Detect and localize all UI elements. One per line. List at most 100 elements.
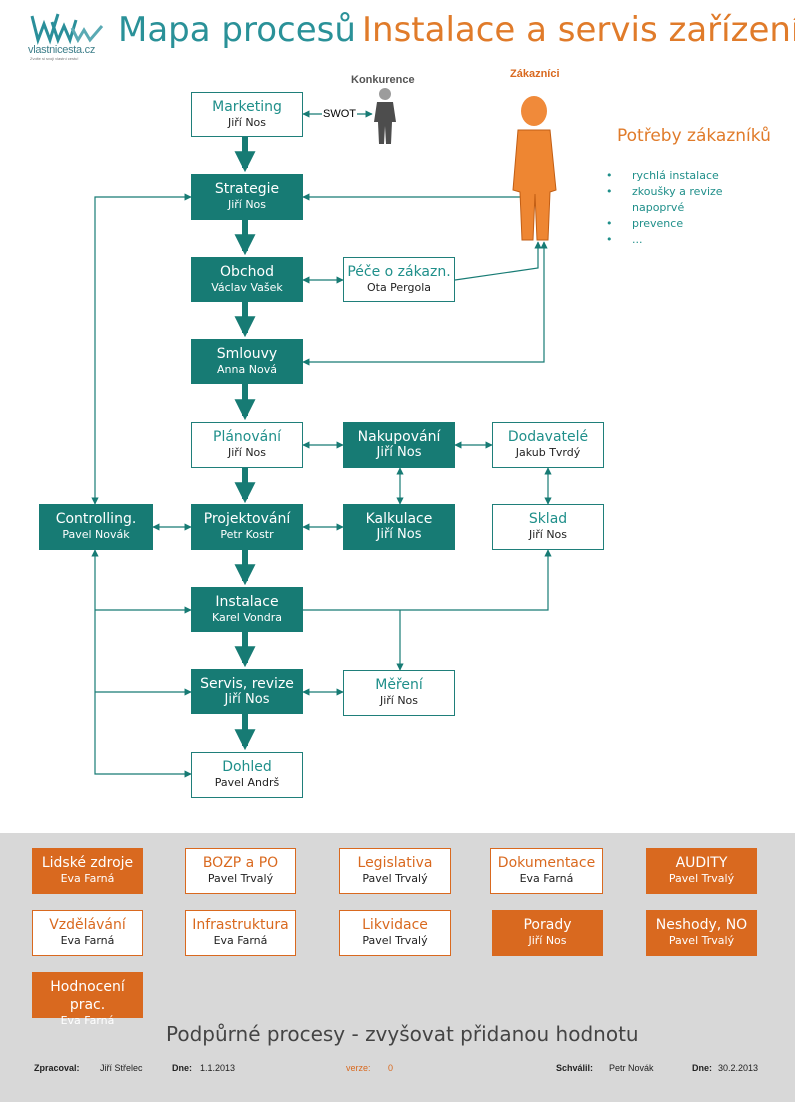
support-title: Vzdělávání [49,917,126,933]
footer-approval-date-label: Dne: [692,1063,712,1073]
swot-label: SWOT [322,108,357,120]
footer-date: 1.1.2013 [200,1063,236,1073]
customer-needs-list: rychlá instalace zkoušky a revize napopr… [606,168,746,248]
support-title: Porady [523,917,572,933]
process-pece-o-zakazniky[interactable]: Péče o zákazn. Ota Pergola [343,257,455,302]
support-owner: Jiří Nos [528,934,567,947]
customer-needs-title: Potřeby zákazníků [617,126,771,146]
footer-prepared-by: Jiří Střelec [100,1063,143,1073]
process-owner: Petr Kostr [220,528,274,541]
process-title: Projektování [203,511,291,527]
support-owner: Pavel Trvalý [668,934,735,947]
support-bozp-a-po[interactable]: BOZP a PO Pavel Trvalý [185,848,296,894]
support-title: Likvidace [362,917,428,933]
support-legislativa[interactable]: Legislativa Pavel Trvalý [339,848,451,894]
support-audity[interactable]: AUDITY Pavel Trvalý [646,848,757,894]
footer-approved-by: Petr Novák [609,1063,654,1073]
process-obchod[interactable]: Obchod Václav Vašek [191,257,303,302]
process-smlouvy[interactable]: Smlouvy Anna Nová [191,339,303,384]
support-hodnoceni-prac[interactable]: Hodnocení prac. Eva Farná [32,972,143,1027]
support-infrastruktura[interactable]: Infrastruktura Eva Farná [185,910,296,956]
support-neshody-no[interactable]: Neshody, NO Pavel Trvalý [646,910,757,956]
support-title: Lidské zdroje [41,855,134,871]
process-title: Strategie [214,181,280,197]
support-owner: Eva Farná [519,872,574,885]
process-owner: Václav Vašek [211,281,283,294]
process-title: Kalkulace [365,511,433,527]
process-owner: Pavel Novák [62,528,130,541]
process-owner: Jiří Nos [376,527,422,542]
support-owner: Eva Farná [60,872,115,885]
support-title: Dokumentace [497,855,596,871]
process-servis-revize[interactable]: Servis, revize Jiří Nos [191,669,303,714]
process-owner: Pavel Andrš [214,776,280,789]
support-porady[interactable]: Porady Jiří Nos [492,910,603,956]
process-owner: Jiří Nos [379,694,419,707]
process-marketing[interactable]: Marketing Jiří Nos [191,92,303,137]
support-title: Legislativa [357,855,433,871]
footer-approval-date: 30.2.2013 [718,1063,759,1073]
support-owner: Eva Farná [60,934,115,947]
process-title: Plánování [213,429,281,445]
support-likvidace[interactable]: Likvidace Pavel Trvalý [339,910,451,956]
needs-item: rychlá instalace [606,168,746,184]
competitor-figure-icon [374,88,396,144]
process-title: Controlling. [55,511,137,527]
process-sklad[interactable]: Sklad Jiří Nos [492,504,604,550]
process-title: Marketing [212,99,282,115]
process-owner: Jakub Tvrdý [515,446,581,459]
process-title: Měření [375,677,423,693]
support-owner: Pavel Trvalý [362,872,428,885]
support-title: AUDITY [675,855,728,871]
process-owner: Ota Pergola [366,281,432,294]
support-processes-title: Podpůrné procesy - zvyšovat přidanou hod… [166,1022,639,1046]
competition-label: Konkurence [351,74,415,86]
process-owner: Jiří Nos [227,198,267,211]
process-title: Nakupování [357,429,441,445]
footer-version-label: verze: [346,1063,371,1073]
customers-label: Zákazníci [510,68,560,80]
needs-item: zkoušky a revize napoprvé [606,184,746,216]
process-nakupovani[interactable]: Nakupování Jiří Nos [343,422,455,468]
page-subtitle: Instalace a servis zařízení [362,10,795,50]
connectors [91,110,552,778]
process-mereni[interactable]: Měření Jiří Nos [343,670,455,716]
process-title: Obchod [220,264,274,280]
process-controlling[interactable]: Controlling. Pavel Novák [39,504,153,550]
process-instalace[interactable]: Instalace Karel Vondra [191,587,303,632]
customer-figure-icon [512,96,557,241]
support-lidske-zdroje[interactable]: Lidské zdroje Eva Farná [32,848,143,894]
process-title: Dohled [222,759,272,775]
process-title: Péče o zákazn. [347,264,451,280]
support-title: Infrastruktura [192,917,289,933]
support-owner: Eva Farná [213,934,268,947]
process-kalkulace[interactable]: Kalkulace Jiří Nos [343,504,455,550]
support-owner: Pavel Trvalý [207,872,274,885]
process-title: Instalace [215,594,279,610]
logo-tagline: Zvolte si svoji vlastní cestu! [30,56,79,61]
process-owner: Jiří Nos [528,528,568,541]
process-title: Servis, revize [200,676,294,692]
process-planovani[interactable]: Plánování Jiří Nos [191,422,303,468]
process-owner: Jiří Nos [227,116,267,129]
process-dodavatele[interactable]: Dodavatelé Jakub Tvrdý [492,422,604,468]
support-title: Neshody, NO [655,917,748,933]
process-title: Sklad [528,511,568,527]
process-projektovani[interactable]: Projektování Petr Kostr [191,504,303,550]
process-owner: Jiří Nos [224,692,270,707]
support-dokumentace[interactable]: Dokumentace Eva Farná [490,848,603,894]
footer-version: 0 [388,1063,394,1073]
logo-text: vlastnicesta.cz [28,44,96,56]
support-vzdelavani[interactable]: Vzdělávání Eva Farná [32,910,143,956]
process-dohled[interactable]: Dohled Pavel Andrš [191,752,303,798]
footer-approved-label: Schválil: [556,1063,594,1073]
process-title: Smlouvy [216,346,278,362]
footer-date-label: Dne: [172,1063,192,1073]
needs-item: ... [606,232,746,248]
page-title: Mapa procesů [118,10,356,50]
process-title: Dodavatelé [507,429,589,445]
process-owner: Karel Vondra [212,611,282,624]
process-owner: Jiří Nos [376,445,422,460]
process-strategie[interactable]: Strategie Jiří Nos [191,174,303,220]
logo: vlastnicesta.cz Zvolte si svoji vlastní … [28,10,108,61]
